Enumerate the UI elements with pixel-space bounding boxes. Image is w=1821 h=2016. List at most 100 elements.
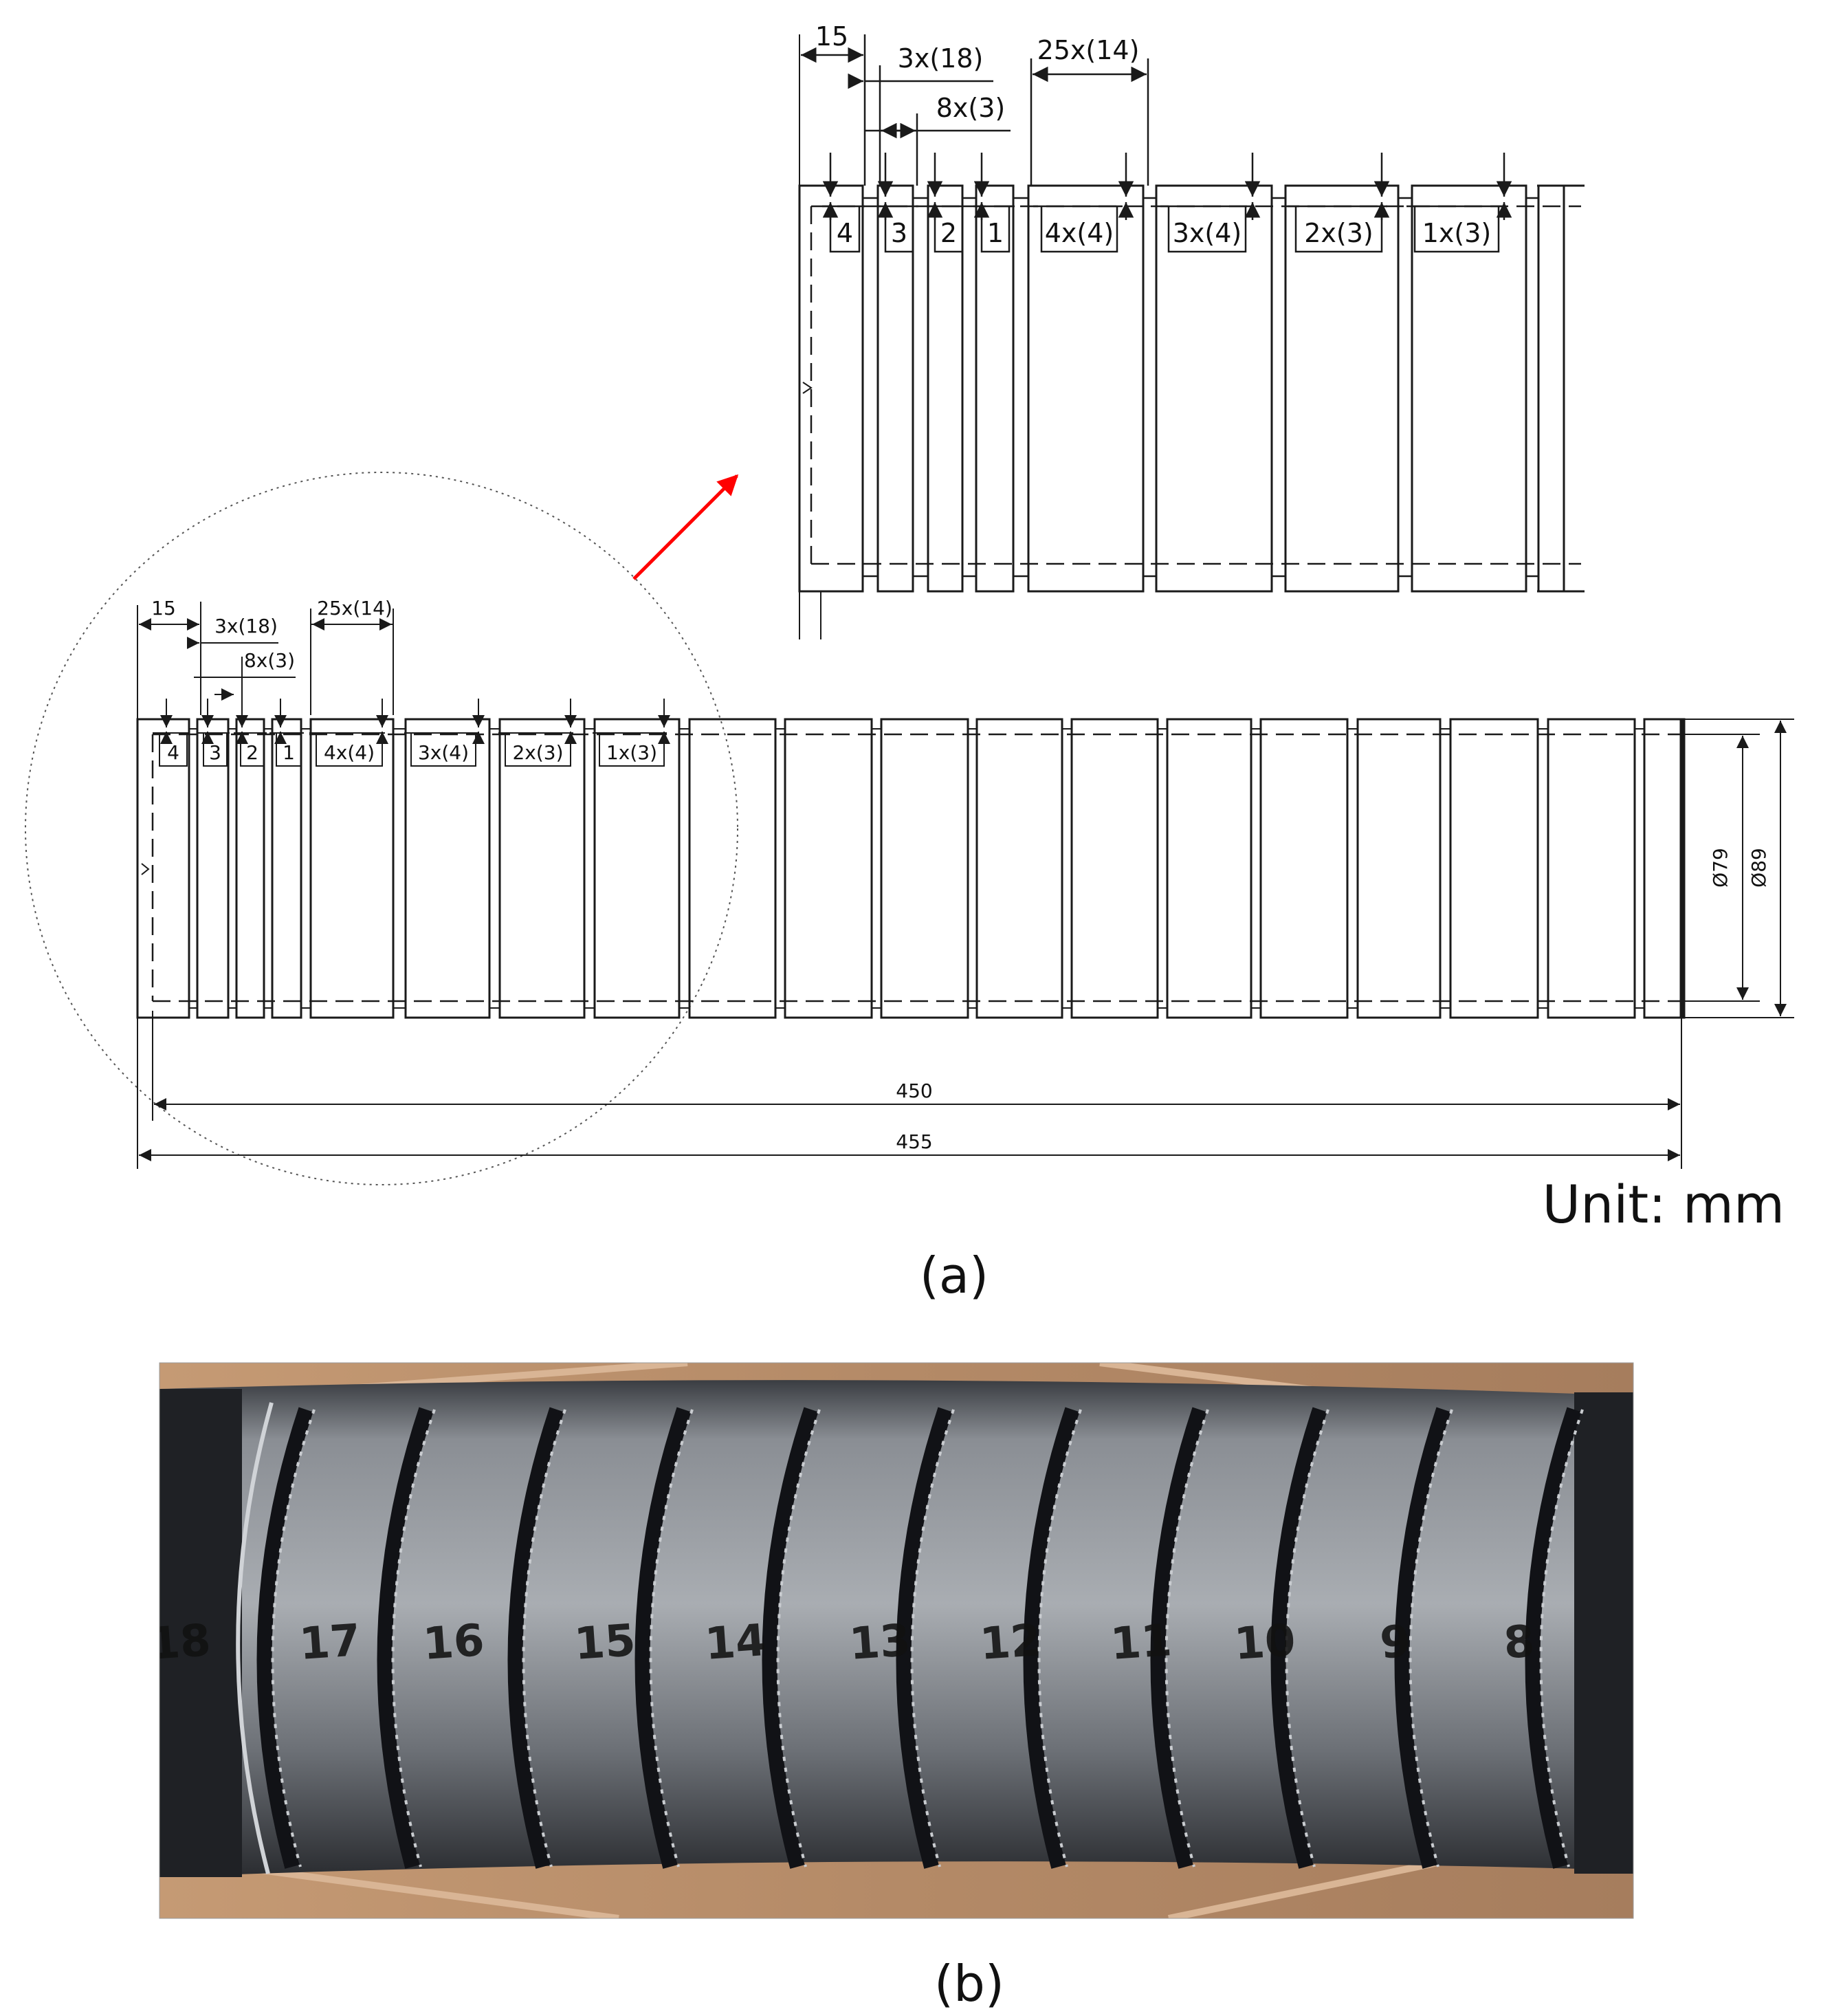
detail-land-7 bbox=[1284, 184, 1400, 593]
main-land-13 bbox=[1070, 718, 1159, 1019]
photo-groove-7 bbox=[1023, 1407, 1080, 1869]
main-tag-3: 2 bbox=[234, 699, 267, 767]
main-land-9 bbox=[688, 718, 777, 1019]
photo-number-11: 11 bbox=[1109, 1615, 1173, 1670]
rod-dark-end-right bbox=[1574, 1392, 1633, 1874]
detail-land-4 bbox=[975, 184, 1015, 593]
photo-frame bbox=[159, 1362, 1634, 1919]
photo-groove-6 bbox=[896, 1407, 953, 1869]
main-land-1 bbox=[136, 718, 190, 1019]
detail-tag-5: 4x(4) bbox=[1033, 153, 1134, 253]
main-land-5 bbox=[309, 718, 395, 1019]
photo-number-14: 14 bbox=[703, 1615, 768, 1670]
detail-center-mark bbox=[802, 382, 813, 394]
main-land-12 bbox=[975, 718, 1063, 1019]
dim-label-d79: Ø79 bbox=[1709, 848, 1732, 888]
main-tag-label: 4x(4) bbox=[324, 741, 375, 764]
main-land-18 bbox=[1547, 718, 1636, 1019]
main-land-14 bbox=[1166, 718, 1252, 1019]
dim-label-15-main: 15 bbox=[151, 597, 176, 620]
main-tag-label: 2x(3) bbox=[512, 741, 563, 764]
main-land-7 bbox=[498, 718, 586, 1019]
detail-tag-label: 1x(3) bbox=[1422, 218, 1492, 248]
main-land-2 bbox=[196, 718, 230, 1019]
detail-tag-label: 4 bbox=[837, 218, 853, 248]
dim-label-25x14-main: 25x(14) bbox=[317, 597, 393, 620]
rod-dark-end-left bbox=[159, 1389, 242, 1877]
panel-a-labels: 15 3x(18) 8x(3) 25x(14) 450 455 Ø79 Ø89 bbox=[151, 597, 1770, 1153]
main-tag-5: 4x(4) bbox=[309, 699, 388, 767]
detail-land-3 bbox=[927, 184, 964, 593]
unit-label: Unit: mm bbox=[1542, 1174, 1785, 1235]
main-land-4 bbox=[271, 718, 302, 1019]
main-tag-8: 1x(3) bbox=[593, 699, 670, 767]
detail-tag-4: 1 bbox=[973, 153, 1015, 253]
detail-tag-3: 2 bbox=[927, 153, 968, 253]
detail-tag-label: 3 bbox=[891, 218, 907, 248]
detail-land-2 bbox=[876, 184, 914, 593]
main-tag-label: 1x(3) bbox=[606, 741, 657, 764]
main-land-6 bbox=[404, 718, 491, 1019]
photo-groove-5 bbox=[762, 1407, 819, 1869]
photo-grooves bbox=[236, 1402, 1584, 1874]
photo-number-8: 8 bbox=[1502, 1617, 1536, 1669]
detail-tag-1: 4 bbox=[822, 153, 865, 253]
main-land-15 bbox=[1259, 718, 1349, 1019]
detail-land-5 bbox=[1027, 184, 1145, 593]
dim-label-450: 450 bbox=[896, 1080, 932, 1102]
detail-tag-2: 3 bbox=[877, 153, 918, 253]
main-center-mark bbox=[141, 863, 150, 875]
main-land-11 bbox=[880, 718, 969, 1019]
detail-land-9 bbox=[1537, 184, 1565, 593]
photo-groove-1 bbox=[256, 1407, 313, 1869]
photo-groove-4 bbox=[634, 1407, 692, 1869]
detail-circle bbox=[25, 472, 738, 1185]
photo-number-17: 17 bbox=[298, 1615, 362, 1670]
main-tag-7: 2x(3) bbox=[498, 699, 577, 767]
photo-number-12: 12 bbox=[978, 1615, 1043, 1670]
dim-label-3x18-detail: 3x(18) bbox=[898, 43, 984, 74]
photo-number-18: 18 bbox=[148, 1615, 212, 1670]
photo-groove-3 bbox=[507, 1407, 564, 1869]
main-land-10 bbox=[784, 718, 873, 1019]
detail-tag-label: 3x(4) bbox=[1173, 218, 1242, 248]
detail-tag-label: 1 bbox=[987, 218, 1004, 248]
detail-top-dimensions bbox=[801, 34, 1149, 186]
panel-b-label: (b) bbox=[934, 1955, 1004, 2013]
photo-groove-11 bbox=[1525, 1407, 1582, 1869]
main-tag-label: 4 bbox=[167, 741, 179, 764]
main-tag-label: 1 bbox=[283, 741, 295, 764]
photo-number-13: 13 bbox=[848, 1615, 912, 1670]
main-rod bbox=[136, 718, 1686, 1019]
detail-land-6 bbox=[1155, 184, 1273, 593]
main-top-dimensions bbox=[139, 602, 394, 715]
main-tag-label: 3x(4) bbox=[418, 741, 469, 764]
dim-label-25x14-detail: 25x(14) bbox=[1037, 35, 1140, 65]
main-tag-6: 3x(4) bbox=[404, 699, 485, 767]
panel-a-label: (a) bbox=[920, 1247, 989, 1304]
detail-tag-label: 2x(3) bbox=[1304, 218, 1373, 248]
photo-groove-8 bbox=[1150, 1407, 1207, 1869]
dim-label-3x18-main: 3x(18) bbox=[214, 615, 278, 637]
photo-groove-10 bbox=[1394, 1407, 1451, 1869]
callout-arrow bbox=[632, 474, 739, 580]
main-rod-lands bbox=[136, 718, 1686, 1019]
photo-groove-2 bbox=[377, 1407, 434, 1869]
main-land-3 bbox=[235, 718, 265, 1019]
detail-tag-6: 3x(4) bbox=[1160, 153, 1261, 253]
main-land-8 bbox=[593, 718, 681, 1019]
photo-groove-9 bbox=[1270, 1407, 1327, 1869]
photo-shoulder bbox=[236, 1402, 274, 1874]
dim-label-15-detail: 15 bbox=[815, 21, 848, 52]
dim-label-455: 455 bbox=[896, 1130, 932, 1153]
main-tag-4: 1 bbox=[269, 699, 304, 767]
detail-tag-7: 2x(3) bbox=[1288, 153, 1390, 253]
detail-tag-8: 1x(3) bbox=[1406, 153, 1512, 253]
main-tag-2: 3 bbox=[197, 699, 230, 767]
dim-label-d89: Ø89 bbox=[1747, 848, 1770, 888]
main-tag-label: 2 bbox=[246, 741, 258, 764]
